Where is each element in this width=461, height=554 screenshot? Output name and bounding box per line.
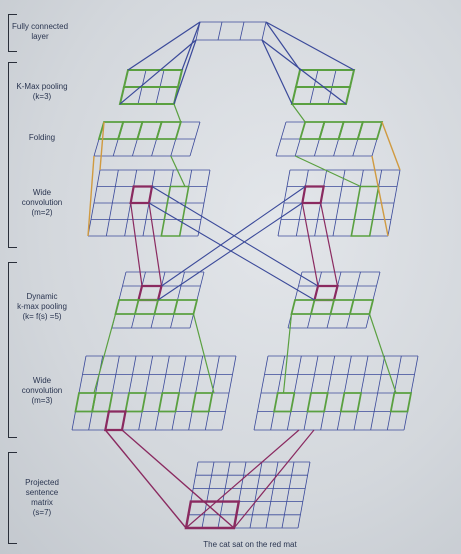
label-folding: Folding: [28, 133, 56, 142]
fold-green-left: [170, 155, 186, 187]
projected-matrix-grid-line: [265, 461, 279, 529]
wide-conv-bottom-right-cell-3: [306, 392, 329, 413]
fully-connected-grid-line: [239, 21, 245, 41]
wide-conv-bottom-right-cell-1: [273, 392, 296, 413]
cross-line-1: [130, 202, 143, 287]
fold-green-right: [294, 155, 361, 188]
dyn-kmax-right-div-3: [349, 299, 355, 315]
projected-matrix-grid-line: [201, 461, 215, 529]
kmax-left-highlight-2: [118, 86, 180, 105]
fc-link-right-2: [261, 39, 347, 105]
sentence-caption: The cat sat on the red mat: [203, 540, 297, 549]
proj-link-2: [121, 429, 235, 529]
dyn-kmax-left-div-1: [134, 299, 140, 315]
fold-orange-left-2: [87, 155, 95, 237]
cross-line-6: [157, 202, 303, 301]
dyn-green-left-1: [192, 313, 215, 394]
wide-conv-bottom-left-cell-5: [157, 392, 181, 413]
projected-matrix-grid-line: [281, 461, 295, 529]
projected-matrix-grid-line: [249, 461, 263, 529]
wide-conv-bottom-left-cell-3: [124, 392, 147, 413]
cross-line-8: [320, 202, 339, 287]
kmax-left-highlight: [122, 69, 184, 88]
fc-link-left-1: [127, 21, 201, 71]
dyn-kmax-right-div-1: [310, 299, 316, 315]
proj-link-3: [185, 429, 300, 529]
label-dynamic-kmax-pooling: Dynamic k-max pooling (k= f(s) =5): [17, 292, 67, 321]
wide-conv-bottom-right-cell-8: [389, 392, 413, 413]
folding-left-cell-3: [155, 121, 183, 140]
fc-link-right-4: [265, 21, 301, 71]
projected-matrix-grid: [185, 461, 311, 529]
label-kmax-pooling: K-Max pooling (k=3): [16, 82, 68, 101]
wide-conv-bottom-left-cell-7: [191, 392, 214, 413]
proj-link-4: [233, 429, 315, 529]
cross-line-4: [148, 202, 315, 301]
kmax-right-highlight-2: [290, 86, 352, 105]
dyn-kmax-left-filter: [137, 284, 163, 302]
dyn-green-right-1: [368, 313, 397, 394]
label-wide-convolution-top: Wide convolution (m=2): [21, 188, 63, 217]
bracket-fully-connected: [8, 14, 17, 52]
wide-conv-bottom-left-filter: [104, 410, 127, 432]
bracket-upper-block: [8, 62, 17, 248]
dyn-green-left-2: [93, 313, 117, 394]
fc-link-right-3: [261, 39, 293, 105]
fully-connected-grid-line: [261, 21, 267, 41]
projected-matrix-grid-line: [297, 461, 311, 529]
dyn-kmax-left-div-2: [153, 299, 159, 315]
dyn-kmax-right-div-2: [329, 299, 335, 315]
fold-orange-left-1: [99, 121, 105, 171]
cross-line-2: [148, 202, 163, 287]
fold-orange-right-2: [371, 155, 389, 237]
wide-conv-top-right-highlight: [350, 185, 380, 237]
cross-line-5: [161, 186, 306, 287]
wide-conv-top-left-highlight: [160, 185, 190, 237]
label-fully-connected: Fully connected layer: [11, 22, 69, 41]
fc-link-left-3: [173, 39, 197, 105]
dyn-green-right-2: [282, 313, 293, 394]
label-projected-sentence-matrix: Projected sentence matrix (s=7): [25, 478, 59, 517]
fold-kmax-link-left: [173, 103, 182, 123]
cross-line-3: [151, 186, 319, 287]
bracket-projected: [8, 452, 17, 544]
folding-right-cell-4: [356, 121, 384, 140]
bracket-lower-block: [8, 262, 17, 438]
cross-line-7: [301, 202, 319, 287]
wide-conv-bottom-left-cell-1: [91, 392, 114, 413]
wide-conv-bottom-right-cell-5: [339, 392, 363, 413]
fc-link-left-4: [181, 21, 201, 71]
dyn-kmax-left-div-3: [173, 299, 179, 315]
fc-link-right-1: [265, 21, 355, 71]
label-wide-convolution-bottom: Wide convolution (m=3): [21, 376, 63, 405]
wide-conv-top-right-filter: [301, 185, 325, 205]
wide-conv-top-left-filter: [129, 185, 154, 205]
fully-connected-grid: [195, 21, 267, 41]
fc-link-left-2: [119, 39, 197, 105]
fully-connected-grid-line: [217, 21, 223, 41]
proj-link-1: [104, 429, 187, 529]
dyn-kmax-right-filter: [313, 284, 339, 302]
fold-kmax-link-right: [291, 103, 306, 123]
fold-orange-right-1: [381, 121, 401, 171]
